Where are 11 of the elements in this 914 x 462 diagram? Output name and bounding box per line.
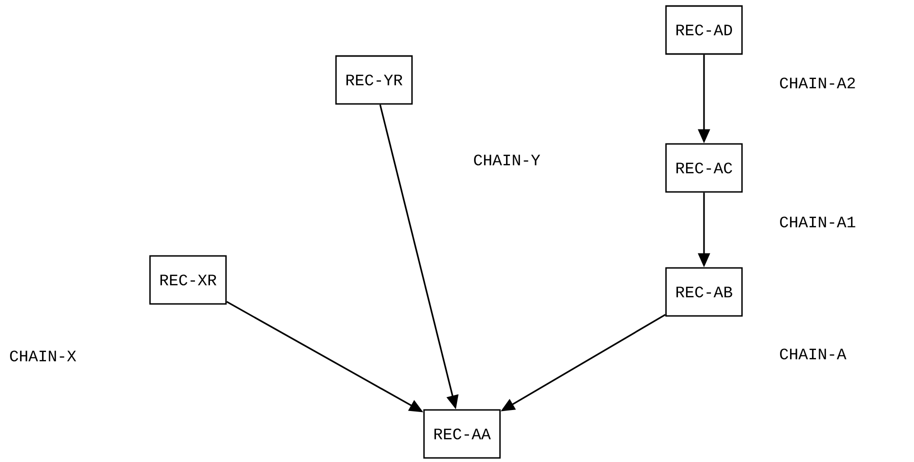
edge-label: CHAIN-A1 xyxy=(780,216,856,228)
record-box: REC-AD xyxy=(665,5,743,55)
edge-label: CHAIN-Y xyxy=(474,154,540,166)
record-box: REC-AB xyxy=(665,267,743,317)
record-box: REC-XR xyxy=(149,255,227,305)
edge-label: CHAIN-A2 xyxy=(780,78,855,88)
record-box: REC-AC xyxy=(665,143,743,193)
record-box: REC-YR xyxy=(335,55,413,105)
chain-label: CHAIN-A xyxy=(780,348,846,360)
record-box: REC-AA xyxy=(423,409,501,459)
chain-label: CHAIN-X xyxy=(10,350,76,362)
